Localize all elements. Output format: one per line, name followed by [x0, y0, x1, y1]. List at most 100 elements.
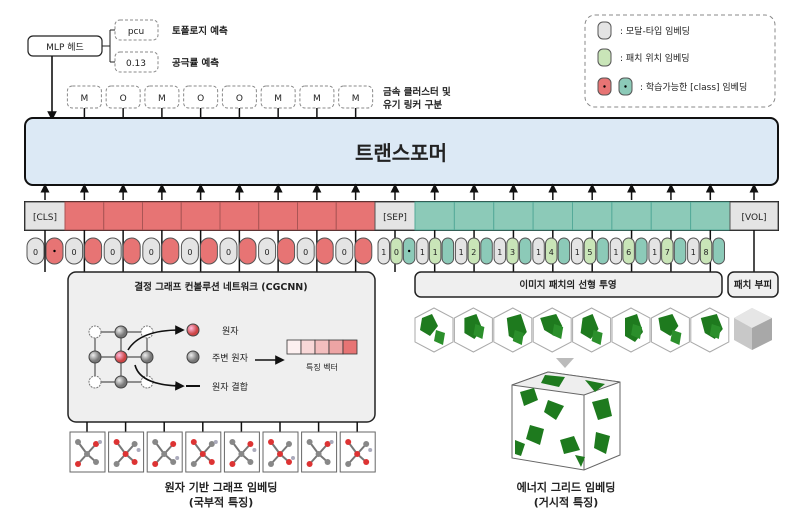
modal-embedding	[454, 237, 468, 265]
graph-token	[64, 201, 105, 231]
atom	[190, 439, 197, 445]
patch-position-embedding	[622, 237, 635, 265]
transformer-block: 트랜스포머	[24, 117, 779, 186]
vol-token-label: [VOL]	[741, 213, 766, 223]
svg-text:원자 결합: 원자 결합	[212, 382, 248, 393]
energy-blob	[552, 324, 564, 339]
atom	[324, 459, 331, 465]
cls-embedding	[315, 237, 334, 265]
node-type-label-2: 유기 링커 구분	[383, 99, 442, 111]
patch-position-embedding-label: 4	[549, 248, 554, 257]
atom	[93, 459, 99, 465]
atom	[306, 461, 313, 467]
atom	[286, 441, 292, 447]
modal-embedding	[493, 237, 507, 265]
modal-embedding-label: 1	[575, 248, 580, 257]
graph-token	[142, 201, 182, 231]
cls-embedding	[161, 237, 180, 265]
modal-embedding	[377, 237, 390, 265]
patch-position-embedding	[390, 237, 403, 265]
energy-blob	[591, 330, 603, 345]
svg-text:: 학습가능한 [class] 임베딩: : 학습가능한 [class] 임베딩	[640, 81, 747, 93]
svg-text:원자: 원자	[222, 326, 239, 337]
svg-text:: 패치 위치 임베딩: : 패치 위치 임베딩	[620, 52, 690, 64]
node-type-value: M	[313, 94, 321, 104]
modal-embedding	[416, 237, 429, 265]
patch-class-embedding	[712, 237, 725, 265]
feature-vector	[286, 339, 358, 355]
cls-embedding	[354, 237, 373, 265]
atom	[152, 439, 159, 445]
graph-nodes	[88, 325, 154, 389]
atom	[136, 448, 141, 452]
modal-embedding-label: 0	[110, 248, 115, 257]
atom	[152, 461, 159, 467]
graph-token	[335, 201, 376, 231]
modal-embedding	[609, 237, 623, 265]
patch-position-embedding	[506, 237, 519, 265]
energy-blob	[631, 324, 642, 339]
modal-embedding	[142, 237, 161, 265]
dot	[53, 249, 56, 253]
modal-embedding	[648, 237, 661, 265]
patch-position-embedding-label: 6	[626, 248, 631, 257]
modal-embedding-label: 1	[536, 248, 541, 257]
svg-text:트랜스포머: 트랜스포머	[355, 141, 447, 165]
patch-token	[650, 201, 692, 231]
node-type-value: O	[197, 94, 204, 104]
down-arrow-icon	[556, 358, 574, 368]
atom	[93, 441, 99, 447]
atom	[75, 461, 81, 467]
patch-position-embedding	[583, 237, 597, 265]
node-type-label: 금속 클러스터 및	[383, 86, 451, 98]
modal-embedding	[180, 237, 199, 265]
modal-embedding	[65, 237, 84, 265]
atom	[161, 451, 168, 457]
energy-blob	[473, 324, 485, 339]
atom	[229, 439, 236, 445]
atom	[247, 441, 254, 447]
atom	[238, 451, 245, 457]
atom	[329, 440, 334, 444]
modal-embedding	[103, 237, 122, 265]
cls-embedding	[238, 237, 257, 265]
atom	[229, 461, 236, 467]
atom	[268, 461, 274, 467]
patch-position-embedding-label: 3	[510, 248, 515, 257]
patch-position-embedding-label: 0	[394, 248, 399, 257]
modal-embedding	[258, 237, 277, 265]
patch-token	[414, 201, 455, 231]
patch-token	[453, 201, 495, 231]
modal-embedding	[335, 237, 354, 265]
cls-embedding	[277, 237, 296, 265]
patch-class-embedding	[673, 237, 687, 265]
legend: : 모달-타입 임베딩 : 패치 위치 임베딩 : 학습가능한 [class] …	[584, 14, 776, 108]
atom	[190, 461, 197, 467]
modal-embedding-label: 0	[187, 248, 192, 257]
node-type-value: M	[352, 94, 360, 104]
atom	[170, 441, 177, 447]
patch-position-embedding-label: 5	[587, 248, 592, 257]
patch-position-embedding-label: 1	[433, 248, 438, 257]
atom	[268, 439, 274, 445]
atom	[315, 451, 322, 457]
atom	[291, 456, 295, 460]
patch-class-embedding	[519, 237, 532, 265]
atom	[75, 439, 81, 445]
atom	[208, 459, 215, 465]
atom	[363, 441, 370, 447]
patch-position-embedding-label: 2	[471, 248, 476, 257]
patch-class-embedding	[557, 237, 571, 265]
patch-position-embedding-label: 7	[665, 248, 670, 257]
atom	[345, 461, 352, 467]
patch-token	[611, 201, 652, 231]
node-type-box	[144, 85, 180, 109]
modal-embedding-label: 0	[303, 248, 308, 257]
modal-embedding	[219, 237, 238, 265]
cls-embedding	[199, 237, 218, 265]
atom	[208, 441, 215, 447]
patch-position-embedding-label: 8	[704, 248, 709, 257]
patch-class-embedding	[480, 237, 493, 265]
modal-embedding-label: 1	[691, 248, 696, 257]
